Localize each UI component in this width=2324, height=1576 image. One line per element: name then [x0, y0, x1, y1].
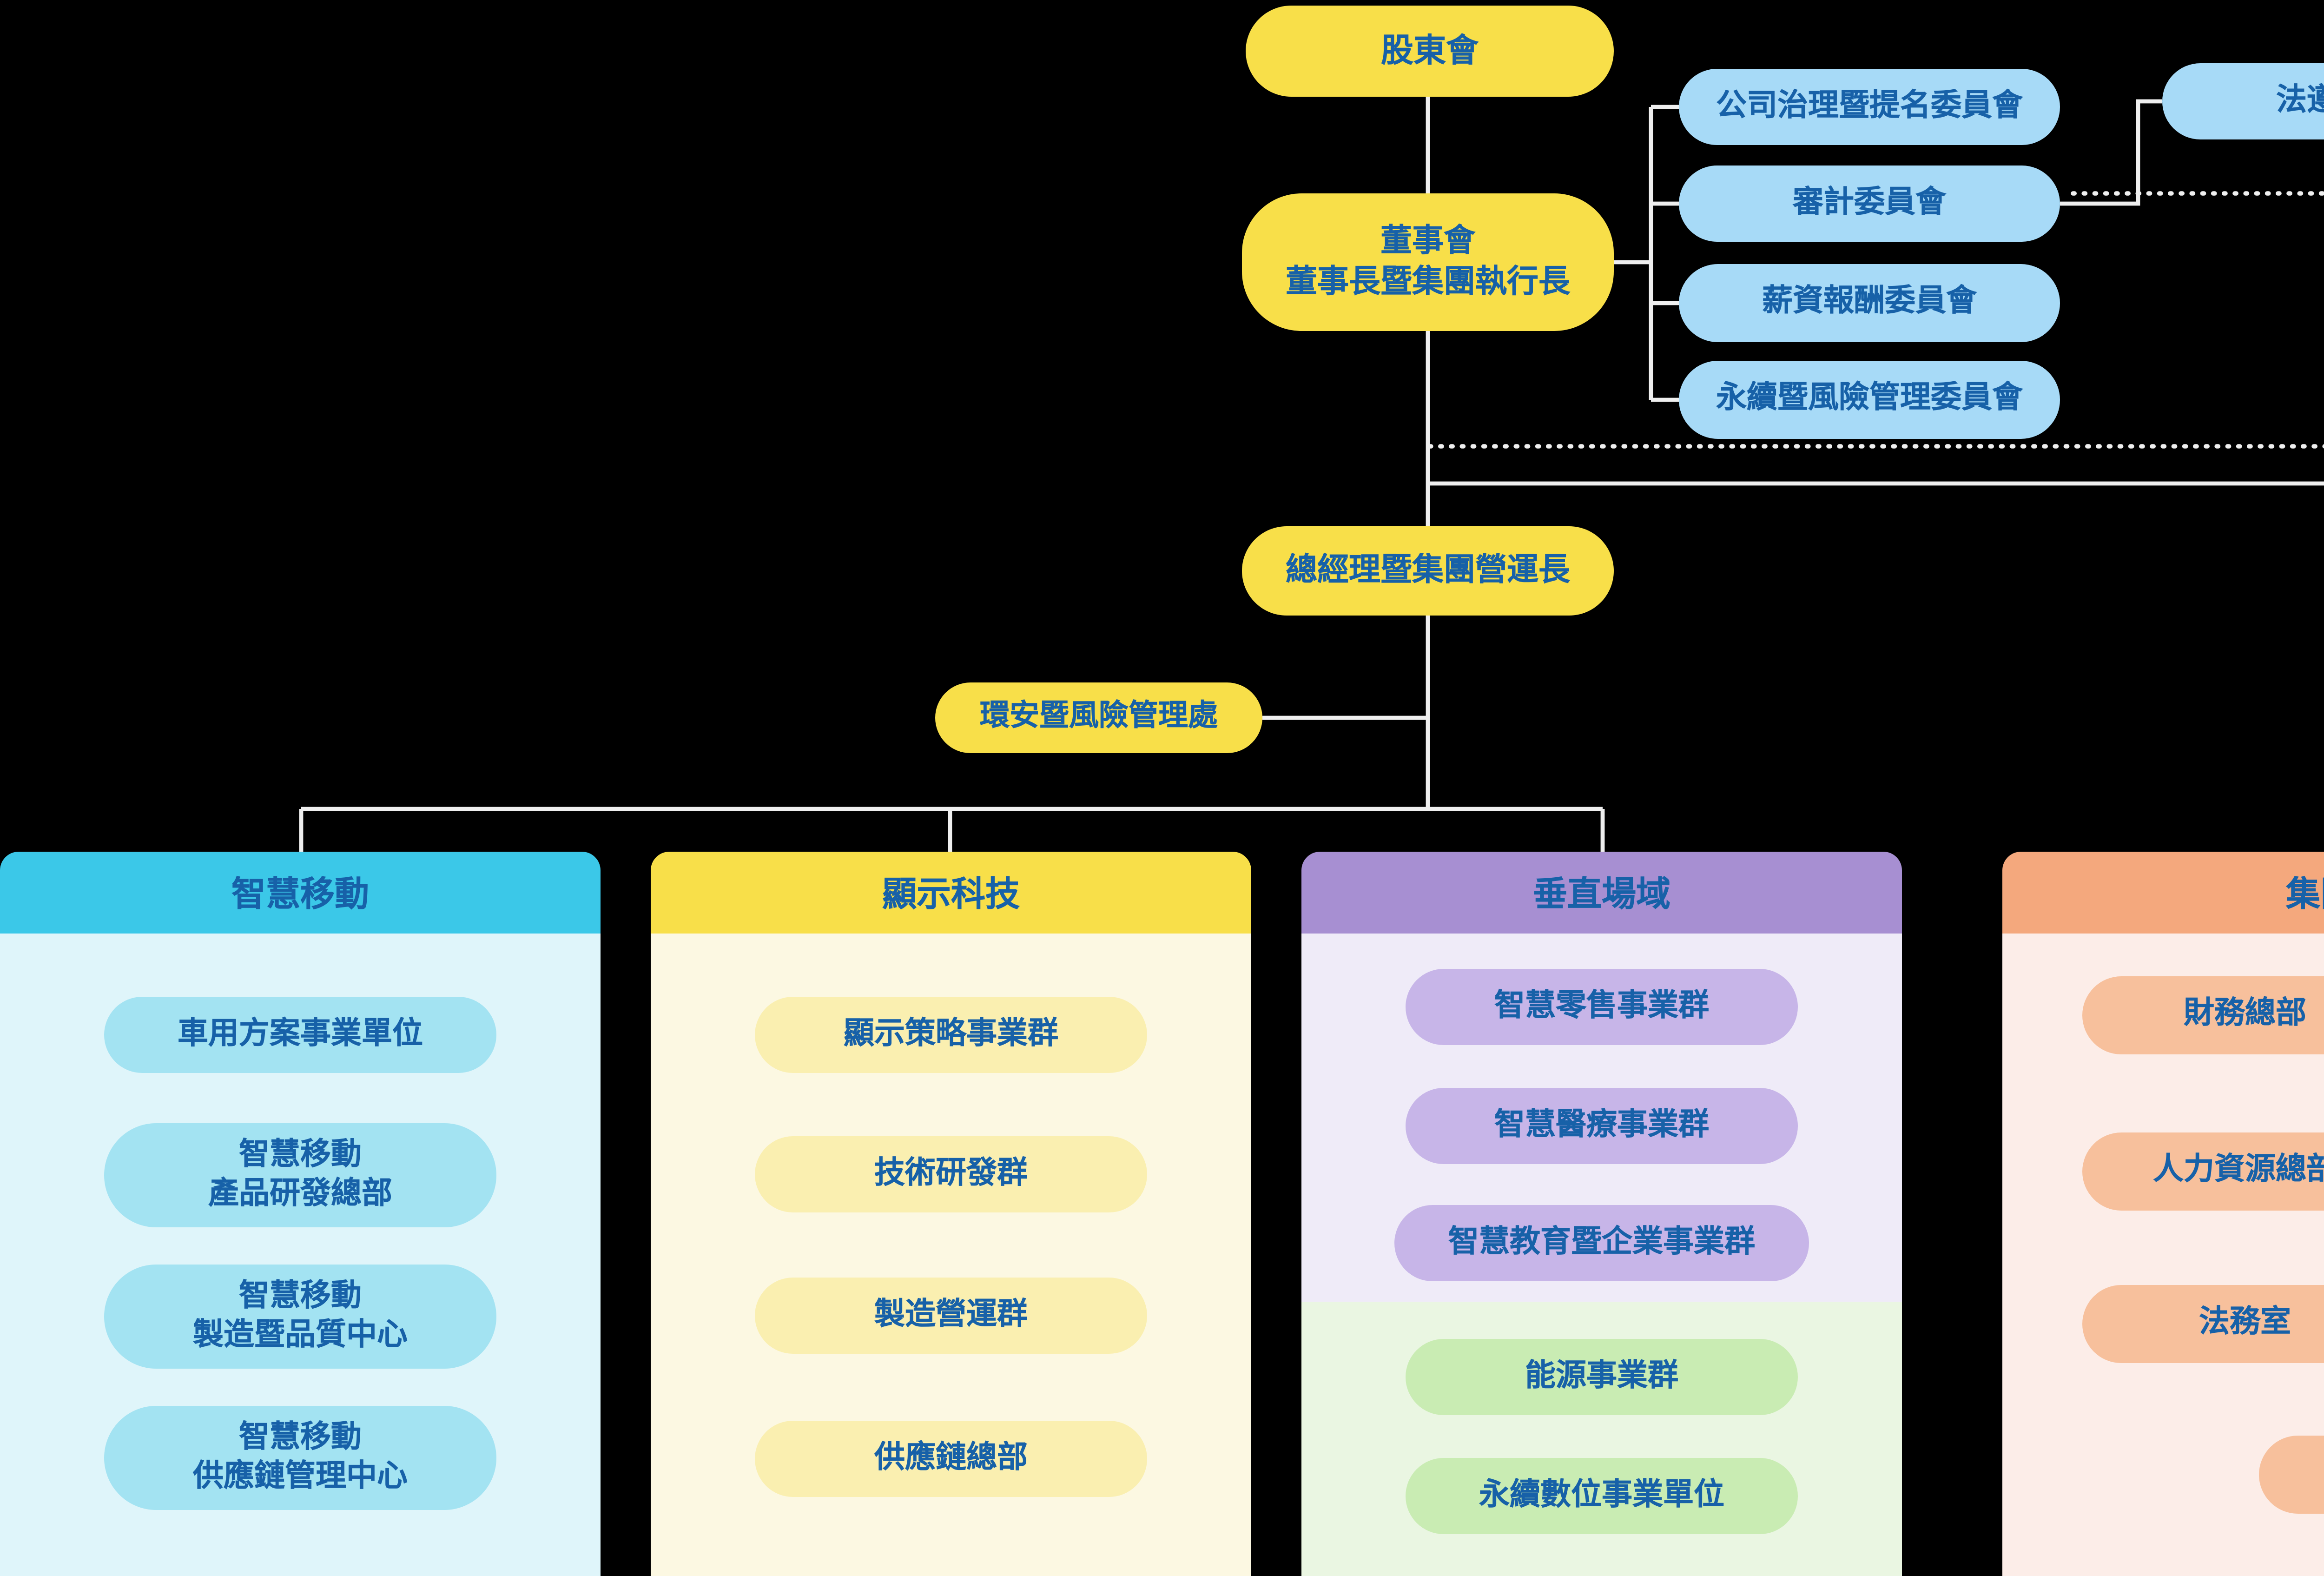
org-unit-pill: 技術研發群 [755, 1136, 1147, 1212]
ehs-risk-office-box: 環安暨風險管理處 [935, 682, 1262, 753]
committee-governance-nomination-box: 公司治理暨提名委員會 [1679, 69, 2060, 145]
org-unit-pill: 能源事業群 [1406, 1339, 1798, 1415]
board-box: 董事會 董事長暨集團執行長 [1242, 193, 1614, 331]
column-smart-mobility: 智慧移動 車用方案事業單位 智慧移動 產品研發總部 智慧移動 製造暨品質中心 智… [0, 852, 601, 1576]
org-unit-pill: 法務室 [2082, 1285, 2324, 1363]
org-unit-pill: 永續數位事業單位 [1406, 1458, 1798, 1534]
org-unit-pill: 車用方案事業單位 [104, 997, 496, 1073]
president-box: 總經理暨集團營運長 [1242, 526, 1614, 616]
org-unit-pill: 人力資源總部 [2082, 1132, 2324, 1211]
org-unit-pill: 供應鏈總部 [755, 1421, 1147, 1497]
org-unit-pill: 智慧教育暨企業事業群 [1394, 1205, 1809, 1281]
committee-sustainability-risk-box: 永續暨風險管理委員會 [1679, 361, 2060, 439]
column-smart-mobility-header: 智慧移動 [0, 852, 601, 934]
committee-compensation-box: 薪資報酬委員會 [1679, 264, 2060, 342]
compliance-counsel-box: 法遵總顧問 [2162, 63, 2324, 139]
org-unit-pill: 顯示策略事業群 [755, 997, 1147, 1073]
org-unit-pill: 智慧移動 製造暨品質中心 [104, 1265, 496, 1369]
org-unit-pill: 稽核管理處 [2259, 1436, 2324, 1514]
column-vertical-domains: 垂直場域 智慧零售事業群 智慧醫療事業群 智慧教育暨企業事業群 能源事業群 永續… [1301, 852, 1902, 1576]
column-group-support-header: 集團營運支援單位 [2002, 852, 2324, 934]
column-vertical-domains-header: 垂直場域 [1301, 852, 1902, 934]
column-display-technology-header: 顯示科技 [651, 852, 1251, 934]
column-display-technology: 顯示科技 顯示策略事業群 技術研發群 製造營運群 供應鏈總部 [651, 852, 1251, 1576]
org-unit-pill: 智慧醫療事業群 [1406, 1088, 1798, 1164]
committee-audit-box: 審計委員會 [1679, 166, 2060, 242]
org-unit-pill: 製造營運群 [755, 1278, 1147, 1354]
org-unit-pill: 智慧移動 產品研發總部 [104, 1123, 496, 1227]
org-unit-pill: 智慧移動 供應鏈管理中心 [104, 1406, 496, 1510]
shareholders-box: 股東會 [1246, 6, 1614, 97]
column-group-support: 集團營運支援單位 財務總部 數位技術發展總部 人力資源總部 永續發展總部 法務室… [2002, 852, 2324, 1576]
org-unit-pill: 智慧零售事業群 [1406, 969, 1798, 1045]
org-unit-pill: 財務總部 [2082, 976, 2324, 1054]
